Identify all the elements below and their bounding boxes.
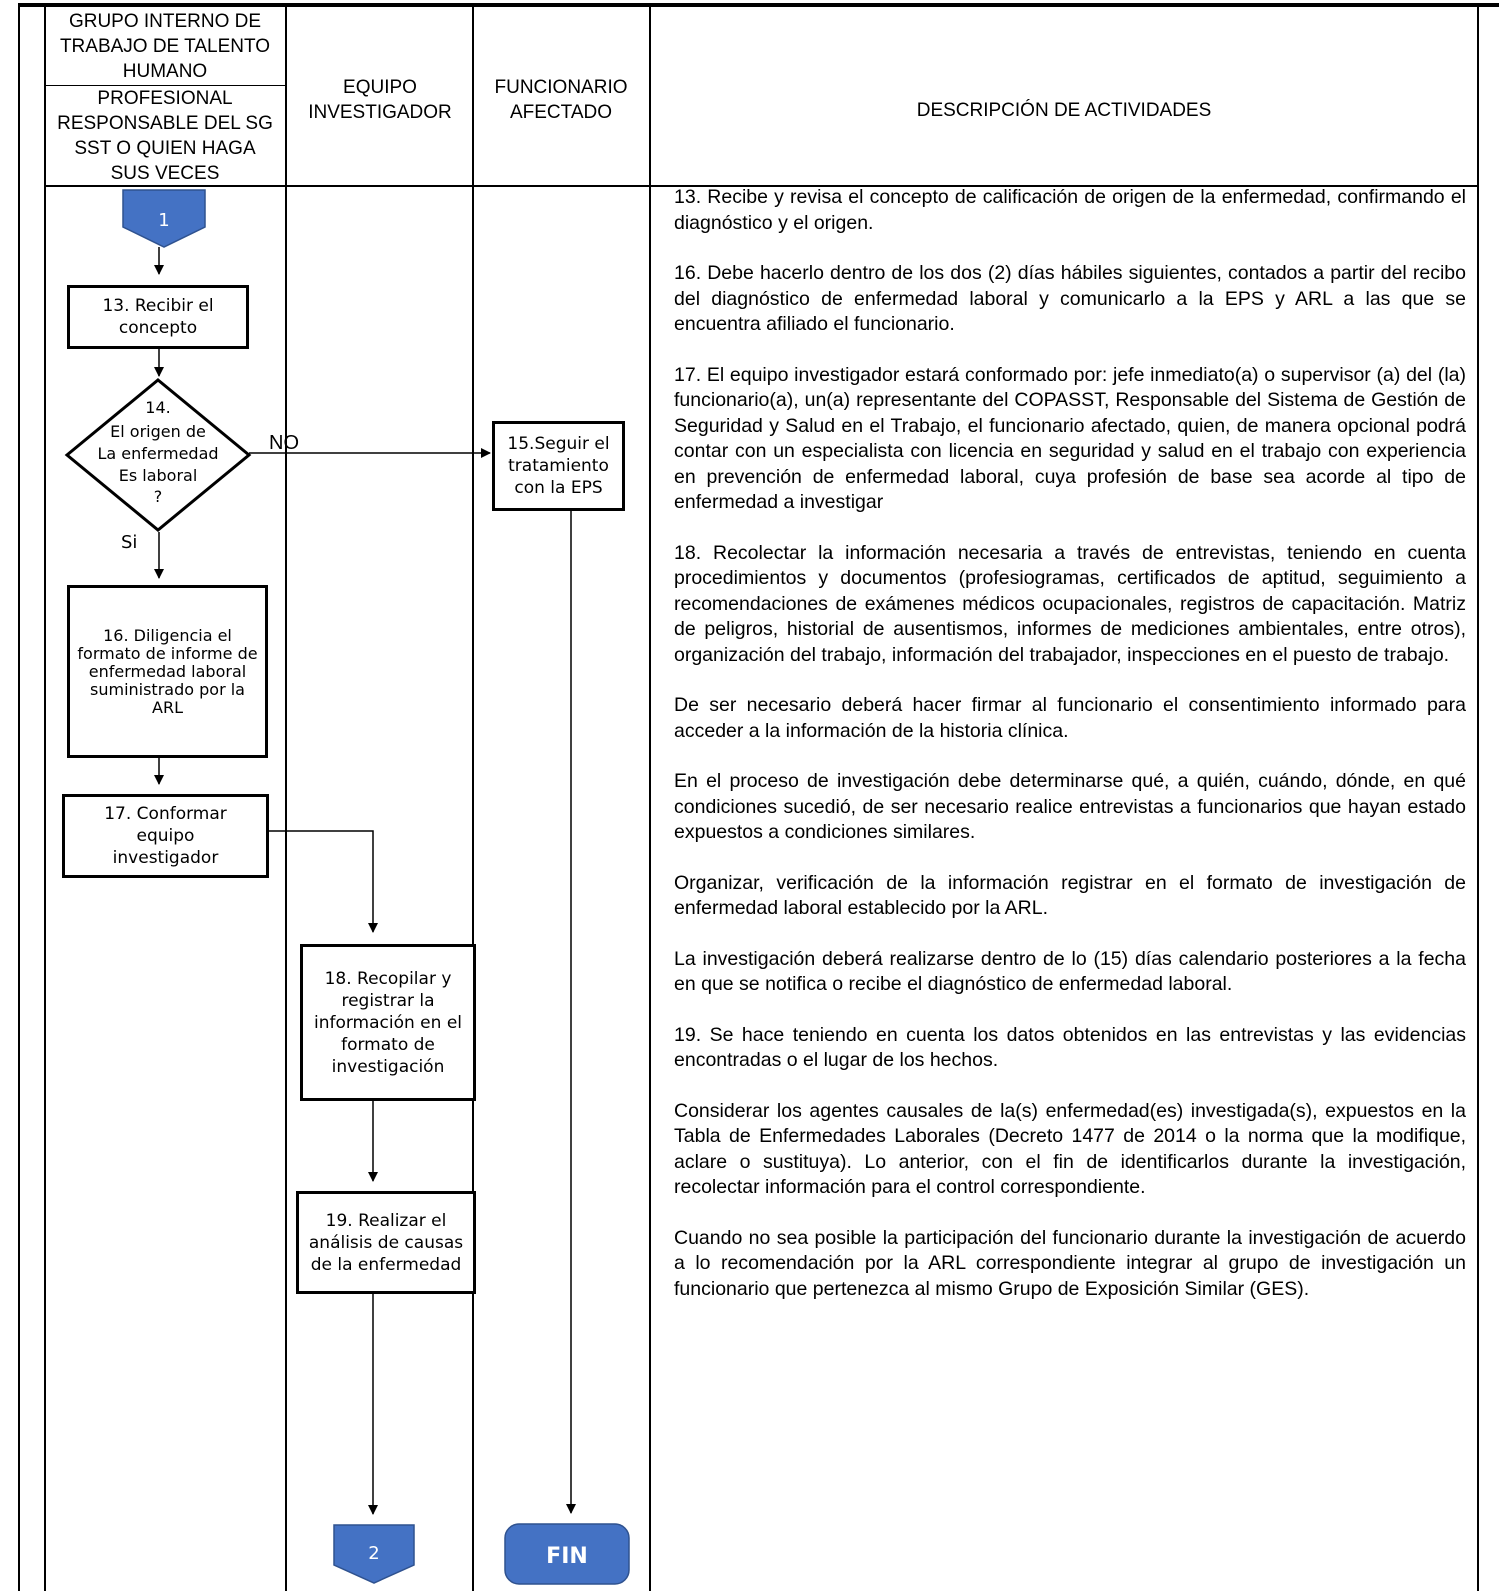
- header-bottom-line: [44, 185, 1479, 187]
- description-plazo: La investigación deberá realizarse dentr…: [674, 947, 1466, 996]
- description-proceso-investigacion: En el proceso de investigación debe dete…: [674, 770, 1466, 843]
- description-organizar: Organizar, verificación de la informació…: [674, 871, 1466, 920]
- arrow-17-to-18: [268, 830, 378, 933]
- decision-14-line-5: ?: [154, 487, 163, 506]
- decision-14-line-3: La enfermedad: [97, 444, 218, 463]
- step-15-label: 15.Seguir el tratamiento con la EPS: [507, 434, 610, 498]
- connector-end-shape: [333, 1524, 415, 1584]
- description-ges: Cuando no sea posible la participación d…: [674, 1226, 1466, 1300]
- description-consentimiento: De ser necesario deberá hacer firmar al …: [674, 694, 1466, 742]
- header-group-interno: GRUPO INTERNO DE TRABAJO DE TALENTO HUMA…: [59, 10, 271, 82]
- step-19-label: 19. Realizar el análisis de causas de la…: [308, 1210, 464, 1275]
- decision-14-diamond: [64, 378, 252, 532]
- header-funcionario-afectado: FUNCIONARIO AFECTADO: [494, 77, 628, 123]
- description-agentes-causales: Considerar los agentes causales de la(s)…: [674, 1099, 1466, 1199]
- description-19: 19. Se hace teniendo en cuenta los datos…: [674, 1023, 1466, 1072]
- step-17-label: 17. Conformar equipo investigador: [104, 804, 227, 868]
- connector-start-shape: [122, 189, 206, 248]
- step-13-label: 13. Recibir el concepto: [102, 296, 214, 338]
- terminator-fin-label: FIN: [546, 1544, 588, 1569]
- col-divider-1: [44, 5, 46, 1591]
- header-profesional-responsable: PROFESIONAL RESPONSABLE DEL SG SST O QUI…: [57, 87, 273, 184]
- col-divider-4: [649, 5, 651, 1591]
- step-17-box: 17. Conformar equipo investigador: [62, 794, 269, 878]
- header-equipo-investigador: EQUIPO INVESTIGADOR: [308, 77, 452, 123]
- header-split-line: [44, 85, 286, 86]
- description-18: 18. Recolectar la información necesaria …: [674, 541, 1466, 666]
- connector-start-label: 1: [158, 210, 169, 231]
- table-top-border: [18, 3, 1499, 7]
- step-16-box: 16. Diligencia el formato de informe de …: [67, 585, 268, 758]
- step-13-box: 13. Recibir el concepto: [67, 285, 249, 349]
- terminator-fin-shape: [504, 1523, 630, 1585]
- step-18-box: 18. Recopilar y registrar la información…: [300, 944, 476, 1101]
- step-19-box: 19. Realizar el análisis de causas de la…: [296, 1191, 476, 1294]
- step-16-label: 16. Diligencia el formato de informe de …: [77, 625, 258, 717]
- table-right-border: [1477, 5, 1479, 1591]
- step-18-label: 18. Recopilar y registrar la información…: [313, 968, 463, 1077]
- col-divider-2: [285, 5, 287, 1591]
- description-17: 17. El equipo investigador estará confor…: [674, 363, 1466, 514]
- decision-no-label: NO: [269, 432, 299, 454]
- decision-14-line-1: 14.: [145, 398, 170, 417]
- description-13: 13. Recibe y revisa el concepto de calif…: [674, 186, 1466, 234]
- step-15-box: 15.Seguir el tratamiento con la EPS: [492, 421, 625, 511]
- col-divider-3: [472, 5, 474, 1591]
- decision-si-label: Si: [121, 532, 138, 553]
- description-16: 16. Debe hacerlo dentro de los dos (2) d…: [674, 262, 1466, 335]
- table-left-border: [18, 5, 20, 1591]
- header-descripcion-actividades: DESCRIPCIÓN DE ACTIVIDADES: [916, 99, 1212, 121]
- decision-14-line-2: El origen de: [110, 422, 206, 441]
- decision-14-line-4: Es laboral: [119, 466, 198, 485]
- description-column: 13. Recibe y revisa el concepto de calif…: [674, 185, 1466, 1327]
- connector-end-label: 2: [368, 1543, 379, 1564]
